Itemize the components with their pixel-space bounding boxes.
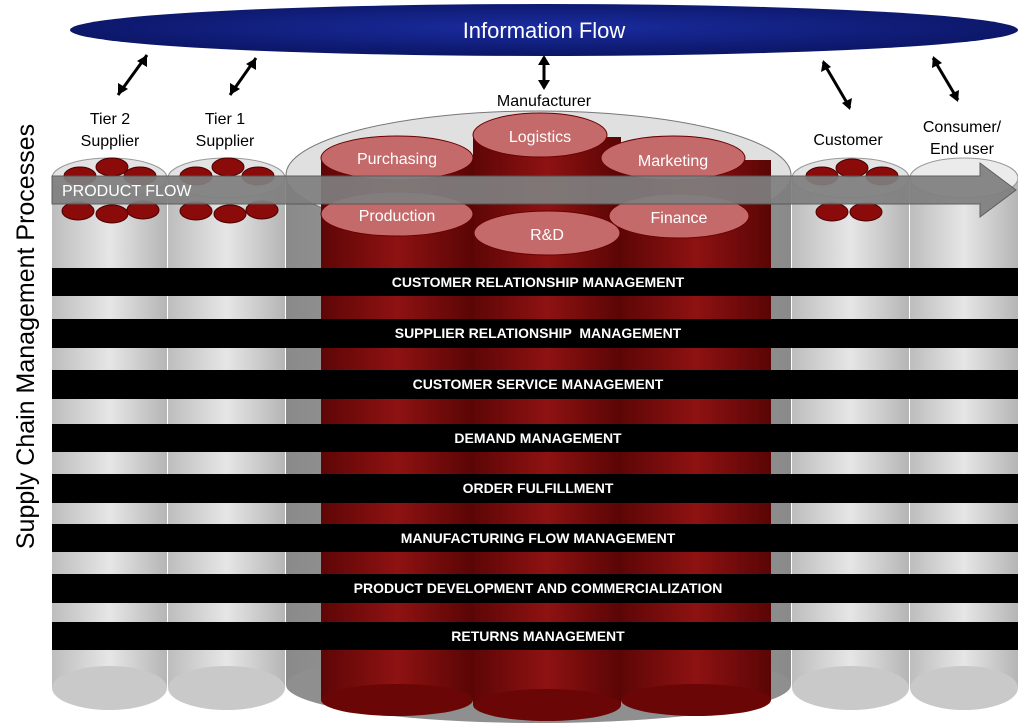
product-flow-arrow [51, 162, 1017, 218]
process-bars [52, 268, 1018, 650]
process-label-1: CUSTOMER RELATIONSHIP MANAGEMENT [392, 274, 685, 290]
consumer-label-2: End user [930, 141, 995, 158]
process-bar-7 [52, 574, 1018, 603]
dept-finance: Finance [651, 210, 708, 227]
process-label-8: RETURNS MANAGEMENT [451, 628, 625, 644]
process-bar-2 [52, 319, 1018, 348]
information-flow-ellipse [70, 4, 1018, 56]
product-blobs [61, 157, 899, 224]
dept-logistics: Logistics [509, 129, 571, 146]
process-label-6: MANUFACTURING FLOW MANAGEMENT [401, 530, 676, 546]
dept-rnd: R&D [530, 227, 564, 244]
manufacturer-label: Manufacturer [497, 93, 592, 110]
process-bar-1 [52, 268, 1018, 296]
side-title: Supply Chain Management Processes [12, 123, 40, 550]
arrow-heads [118, 55, 959, 110]
tier2-label-2: Supplier [81, 133, 140, 150]
dept-marketing: Marketing [638, 153, 708, 170]
arrow-customer [821, 61, 852, 109]
process-bar-6 [52, 524, 1018, 552]
dept-purchasing: Purchasing [357, 151, 437, 168]
rnd-top [473, 210, 621, 256]
process-label-2: SUPPLIER RELATIONSHIP MANAGEMENT [395, 325, 682, 341]
process-label-3: CUSTOMER SERVICE MANAGEMENT [413, 376, 664, 392]
process-label-5: ORDER FULFILLMENT [463, 480, 614, 496]
process-bar-4 [52, 424, 1018, 452]
customer-label: Customer [813, 132, 883, 149]
tier1-label-1: Tier 1 [205, 111, 245, 128]
process-bar-8 [52, 622, 1018, 650]
dept-production: Production [359, 208, 436, 225]
process-bar-3 [52, 370, 1018, 399]
information-flow-label: Information Flow [463, 18, 626, 43]
tier1-label-2: Supplier [196, 133, 255, 150]
dept-tops [320, 112, 750, 256]
consumer-label-1: Consumer/ [923, 119, 1002, 136]
product-flow-label: PRODUCT FLOW [62, 183, 192, 200]
process-label-4: DEMAND MANAGEMENT [454, 430, 622, 446]
process-bar-5 [52, 474, 1018, 503]
process-label-7: PRODUCT DEVELOPMENT AND COMMERCIALIZATIO… [354, 580, 723, 596]
tier2-label-1: Tier 2 [90, 111, 130, 128]
logistics-top [472, 112, 608, 158]
